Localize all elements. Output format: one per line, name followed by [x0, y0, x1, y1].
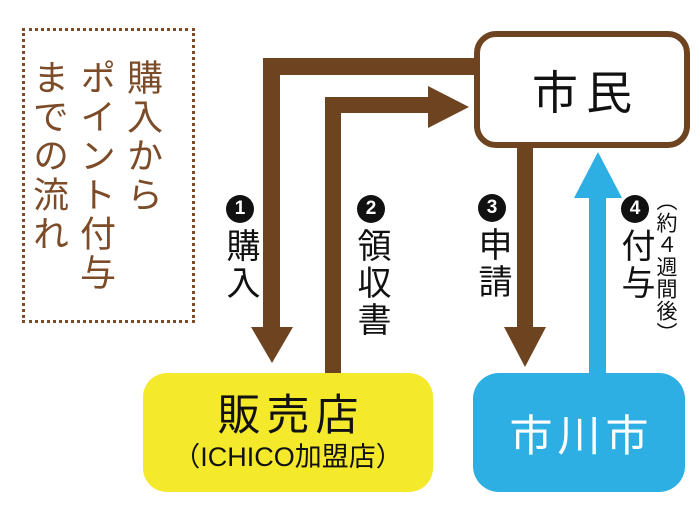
- title-box: 購入から ポイント付与 までの流れ: [22, 28, 195, 323]
- node-store-sublabel: （ICHICO加盟店）: [173, 441, 403, 472]
- step-4-grant: 4 付与: [616, 195, 654, 302]
- step-4-label: 付与: [616, 228, 654, 302]
- step-4-number-badge: 4: [621, 195, 649, 223]
- arrow-purchase-vertical-stem: [263, 58, 280, 328]
- arrow-receipt-vertical-stem: [325, 97, 341, 379]
- arrow-receipt-head: [428, 86, 469, 128]
- arrow-grant-stem: [589, 196, 606, 375]
- step-3-number-badge: 3: [478, 194, 506, 222]
- step-3-label: 申請: [473, 227, 511, 301]
- diagram-title: 購入から ポイント付与 までの流れ: [28, 59, 163, 293]
- arrow-application-stem: [517, 146, 533, 327]
- step-4-note: （約４週間後）: [654, 190, 677, 344]
- step-2-label: 領収書: [352, 228, 390, 339]
- step-1-number-badge: 1: [226, 195, 254, 223]
- node-store-label: 販売店: [217, 391, 365, 440]
- step-2-receipt: 2 領収書: [352, 195, 390, 339]
- step-2-number-badge: 2: [357, 195, 385, 223]
- arrow-receipt: [325, 86, 469, 379]
- node-citizen: 市民: [474, 31, 690, 148]
- arrow-receipt-horizontal-stem: [325, 97, 429, 113]
- node-city: 市川市: [473, 373, 685, 492]
- node-city-label: 市川市: [509, 412, 654, 461]
- step-1-purchase: 1 購入: [221, 195, 259, 302]
- arrow-grant-head: [574, 152, 622, 198]
- node-citizen-label: 市民: [532, 66, 640, 119]
- arrow-purchase-head: [251, 327, 293, 363]
- step-1-label: 購入: [221, 228, 259, 302]
- arrow-purchase-horizontal-stem: [263, 58, 476, 75]
- arrow-application-head: [504, 327, 546, 367]
- node-store: 販売店 （ICHICO加盟店）: [143, 373, 433, 492]
- step-3-application: 3 申請: [473, 194, 511, 301]
- arrow-grant: [574, 152, 622, 375]
